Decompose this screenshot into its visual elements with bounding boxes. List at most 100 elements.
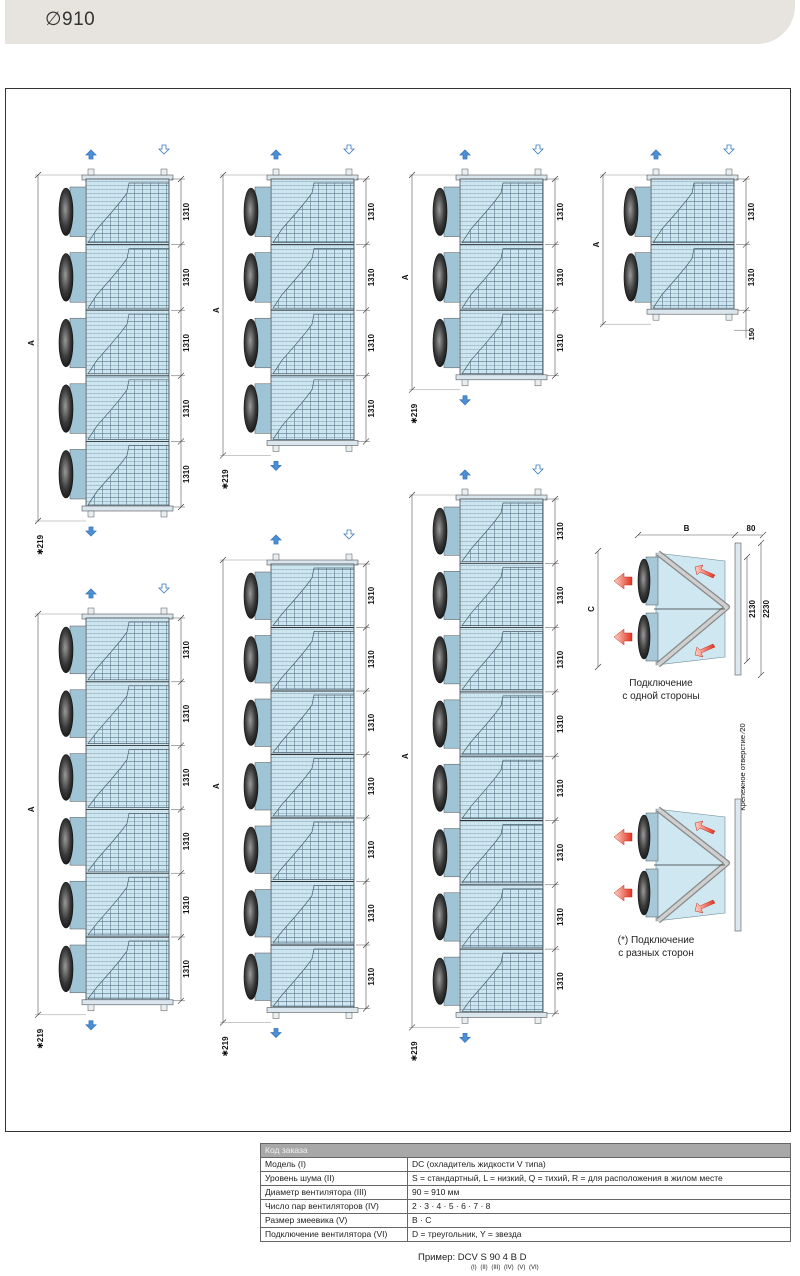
fan-icon <box>243 318 259 368</box>
coil-grid <box>272 248 355 309</box>
fan-icon <box>623 187 639 236</box>
flow-out-arrow-icon <box>343 144 355 155</box>
coil-grid <box>272 694 355 753</box>
order-code-value: 90 = 910 мм <box>407 1185 791 1200</box>
offset-dimension: ✱219 <box>36 534 45 555</box>
coil-grid <box>461 824 544 884</box>
module-dimension: 1310 <box>367 713 376 731</box>
order-code-value: DC (охладитель жидкости V типа) <box>407 1157 791 1172</box>
order-code-parameter: Диаметр вентилятора (III) <box>260 1185 408 1200</box>
order-code-value: 2 · 3 · 4 · 5 · 6 · 7 · 8 <box>407 1199 791 1214</box>
module-dimension: 1310 <box>182 959 191 977</box>
fan-icon <box>58 384 74 433</box>
module-dimension: 1310 <box>367 399 376 417</box>
fan-icon <box>432 764 448 812</box>
connection-different-sides-label: (*) Подключение с разных сторон <box>596 934 716 960</box>
module-dimension: 1310 <box>747 268 756 286</box>
flow-out-arrow-icon <box>85 526 97 537</box>
flow-out-arrow-icon <box>459 1033 471 1043</box>
connection-different-sides-line-1: (*) Подключение <box>617 935 695 946</box>
fan-icon <box>58 945 74 993</box>
coil-grid <box>461 566 544 626</box>
fan-icon <box>243 636 259 683</box>
fan-icon <box>637 870 651 916</box>
connection-one-side-label: Подключение с одной стороны <box>596 677 726 703</box>
overall-dimension-a: A <box>401 753 410 759</box>
fan-icon <box>243 953 259 1000</box>
module-dimension: 1310 <box>556 268 565 286</box>
fan-icon <box>432 253 448 302</box>
coil-grid <box>652 248 735 309</box>
offset-dimension: ✱219 <box>410 403 419 424</box>
offset-dimension: ✱219 <box>221 1036 230 1057</box>
page-title: ∅910 <box>45 9 96 30</box>
fan-icon <box>623 253 639 302</box>
coil-grid <box>272 885 355 944</box>
module-dimension: 1310 <box>367 840 376 858</box>
coil-grid <box>652 182 735 243</box>
fan-icon <box>58 318 74 368</box>
header-bar: ∅910 <box>5 0 795 44</box>
coil-grid <box>272 567 355 626</box>
overall-dimension-a: A <box>212 307 221 313</box>
fan-icon <box>432 507 448 555</box>
fan-icon <box>58 690 74 737</box>
order-code-row: Уровень шума (II)S = стандартный, L = ни… <box>260 1171 791 1186</box>
flow-out-arrow-icon <box>158 583 170 594</box>
fan-icon <box>432 187 448 236</box>
connection-different-sides-line-2: с разных сторон <box>618 948 694 959</box>
fan-icon <box>58 626 74 674</box>
air-outflow-arrow-icon <box>613 828 633 846</box>
air-outflow-arrow-icon <box>613 628 633 646</box>
flow-out-arrow-icon <box>85 1020 97 1031</box>
coil-grid <box>272 379 355 440</box>
flow-out-arrow-icon <box>270 1028 282 1039</box>
air-outflow-arrow-icon <box>613 572 633 590</box>
module-dimension: 1310 <box>367 904 376 922</box>
fan-icon <box>58 881 74 929</box>
coil-grid <box>87 621 170 681</box>
fan-icon <box>432 636 448 684</box>
dimension-b: B <box>684 524 690 533</box>
order-code-parameter: Модель (I) <box>260 1157 408 1172</box>
module-dimension: 1310 <box>182 334 191 352</box>
overall-dimension-a: A <box>401 274 410 280</box>
coil-grid <box>87 876 170 936</box>
coil-grid <box>461 313 544 375</box>
fan-icon <box>58 187 74 236</box>
order-code-example-legend: (I) (II) (III) (IV) (V) (VI) <box>471 1265 539 1271</box>
air-inflow-arrow-icon <box>694 820 716 835</box>
flow-in-arrow-icon <box>650 149 662 160</box>
fan-icon <box>243 253 259 302</box>
module-dimension: 1310 <box>182 832 191 850</box>
module-dimension: 1310 <box>367 202 376 220</box>
order-code-row: Диаметр вентилятора (III)90 = 910 мм <box>260 1185 791 1200</box>
module-dimension: 1310 <box>556 586 565 604</box>
fan-icon <box>58 754 74 801</box>
module-dimension: 1310 <box>556 202 565 220</box>
fan-icon <box>243 572 259 619</box>
coil-grid <box>87 379 170 440</box>
overall-dimension-a: A <box>212 783 221 789</box>
coil-grid <box>272 758 355 817</box>
module-dimension: 1310 <box>556 908 565 926</box>
coil-grid <box>272 631 355 690</box>
flow-in-arrow-icon <box>459 149 471 160</box>
fan-icon <box>637 614 651 660</box>
coil-grid <box>461 759 544 819</box>
module-dimension: 1310 <box>367 650 376 668</box>
coil-grid <box>87 685 170 744</box>
module-dimension: 1310 <box>182 704 191 722</box>
order-code-value: S = стандартный, L = низкий, Q = тихий, … <box>407 1171 791 1186</box>
fan-icon <box>243 763 259 810</box>
coil-grid <box>461 952 544 1012</box>
module-dimension: 1310 <box>182 268 191 286</box>
coil-grid <box>272 948 355 1007</box>
module-dimension: 1310 <box>556 715 565 733</box>
coil-grid <box>87 182 170 243</box>
order-code-row: Число пар вентиляторов (IV)2 · 3 · 4 · 5… <box>260 1199 791 1214</box>
